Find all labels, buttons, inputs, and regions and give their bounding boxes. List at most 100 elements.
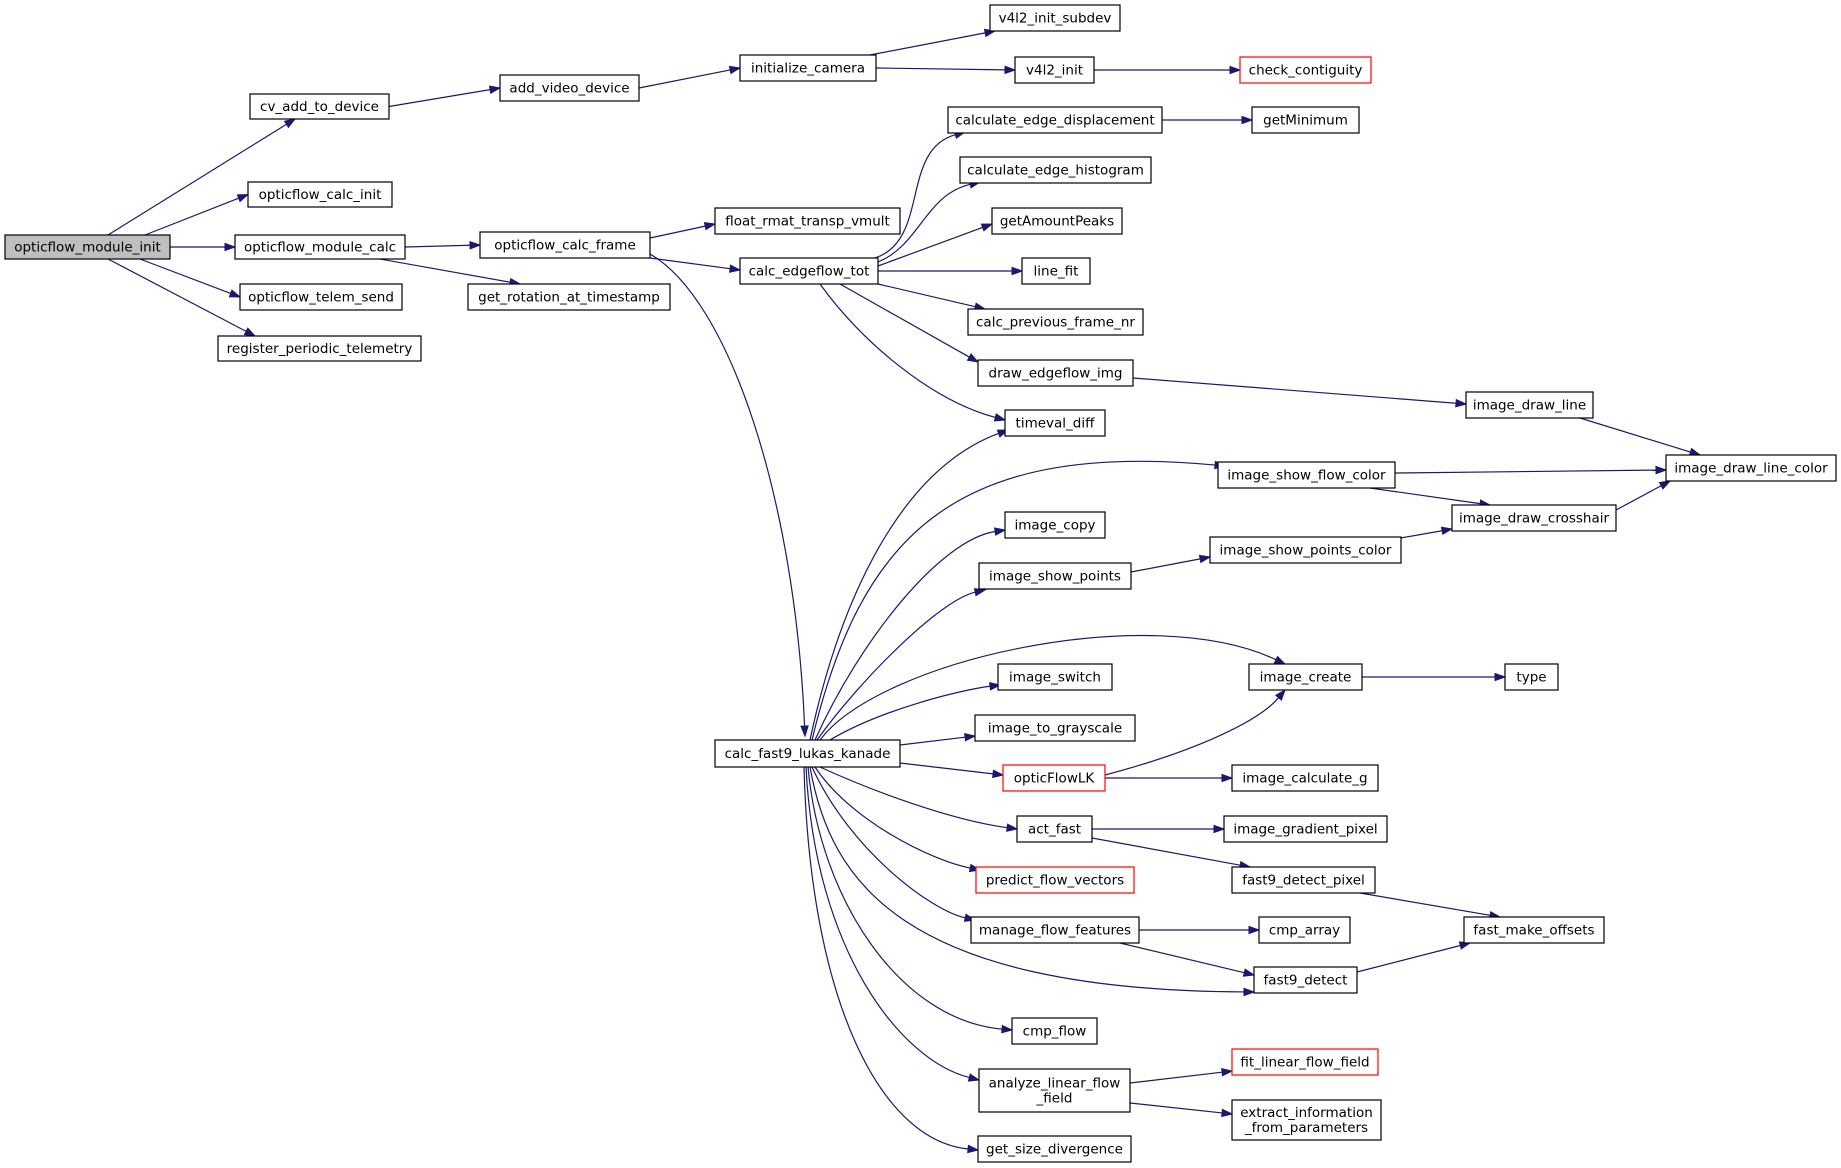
edge-calc_fast9_lukas_kanade-to-timeval_diff	[809, 429, 1010, 741]
edge-arrowhead	[488, 85, 502, 94]
edge-opticflow_calc_frame-to-calc_edgeflow_tot	[649, 257, 742, 273]
node-image_show_points_color[interactable]: image_show_points_color	[1209, 536, 1402, 564]
edge-line	[814, 530, 996, 741]
node-image_copy[interactable]: image_copy	[1004, 511, 1106, 539]
node-getMinimum[interactable]: getMinimum	[1251, 106, 1360, 134]
node-cmp_flow[interactable]: cmp_flow	[1011, 1017, 1098, 1045]
node-predict_flow_vectors[interactable]: predict_flow_vectors	[975, 866, 1135, 894]
node-label: initialize_camera	[751, 61, 865, 77]
node-opticflow_calc_frame[interactable]: opticflow_calc_frame	[479, 231, 651, 259]
node-label: image_draw_line_color	[1674, 461, 1828, 477]
node-box	[959, 156, 1152, 184]
node-label: opticflow_calc_frame	[494, 238, 636, 254]
node-image_show_points[interactable]: image_show_points	[978, 562, 1132, 590]
node-line_fit[interactable]: line_fit	[1021, 257, 1091, 285]
node-opticflow_module_init[interactable]: opticflow_module_init	[4, 234, 171, 260]
node-image_switch[interactable]: image_switch	[997, 663, 1113, 691]
node-v4l2_init_subdev[interactable]: v4l2_init_subdev	[989, 4, 1121, 32]
node-getAmountPeaks[interactable]: getAmountPeaks	[991, 207, 1123, 235]
edge-line	[809, 432, 999, 741]
node-calc_fast9_lukas_kanade[interactable]: calc_fast9_lukas_kanade	[714, 739, 901, 768]
node-cv_add_to_device[interactable]: cv_add_to_device	[249, 93, 390, 120]
edge-line	[899, 762, 994, 775]
edge-line	[899, 736, 966, 746]
node-label: image_gradient_pixel	[1233, 822, 1377, 838]
node-box	[978, 562, 1132, 590]
edge-opticflow_module_init-to-opticflow_telem_send	[139, 258, 242, 298]
node-box	[1239, 56, 1372, 84]
edge-arrowhead	[980, 223, 994, 232]
node-opticflow_module_calc[interactable]: opticflow_module_calc	[234, 234, 406, 260]
edge-arrowhead	[1198, 554, 1212, 564]
node-fast_make_offsets[interactable]: fast_make_offsets	[1463, 916, 1605, 944]
node-opticflow_telem_send[interactable]: opticflow_telem_send	[239, 283, 403, 311]
edge-image_show_flow_color-to-image_draw_line_color	[1394, 465, 1668, 475]
node-label: predict_flow_vectors	[986, 873, 1124, 889]
edge-line	[839, 283, 970, 358]
node-opticflow_calc_init[interactable]: opticflow_calc_init	[247, 181, 393, 208]
edge-line	[877, 226, 983, 267]
node-box	[1251, 106, 1360, 134]
node-analyze_linear_flow_field[interactable]: analyze_linear_flow_field	[978, 1068, 1131, 1113]
edge-line	[877, 283, 976, 308]
node-label: fast9_detect	[1264, 973, 1348, 989]
node-box	[1248, 663, 1363, 691]
edge-line	[809, 766, 1245, 993]
edge-line	[874, 134, 956, 259]
node-box	[479, 231, 651, 259]
node-box	[1002, 764, 1106, 792]
edge-calc_fast9_lukas_kanade-to-image_show_flow_color	[811, 460, 1227, 741]
edge-line	[803, 766, 969, 1150]
node-box	[247, 181, 393, 208]
node-image_draw_line_color[interactable]: image_draw_line_color	[1665, 454, 1837, 482]
node-register_periodic_telemetry[interactable]: register_periodic_telemetry	[217, 335, 422, 362]
node-calc_edgeflow_tot[interactable]: calc_edgeflow_tot	[739, 257, 879, 285]
node-draw_edgeflow_img[interactable]: draw_edgeflow_img	[977, 359, 1134, 387]
edge-line	[819, 283, 996, 419]
node-box	[991, 207, 1123, 235]
edge-arrowhead	[243, 327, 257, 337]
edge-arrowhead	[1655, 465, 1668, 475]
node-box	[1665, 454, 1837, 482]
node-image_create[interactable]: image_create	[1248, 663, 1363, 691]
edge-line	[1579, 417, 1691, 453]
node-image_draw_crosshair[interactable]: image_draw_crosshair	[1451, 504, 1617, 532]
node-image_to_grayscale[interactable]: image_to_grayscale	[974, 714, 1136, 742]
node-check_contiguity[interactable]: check_contiguity	[1239, 56, 1372, 84]
node-calc_previous_frame_nr[interactable]: calc_previous_frame_nr	[967, 308, 1144, 336]
node-calculate_edge_histogram[interactable]: calculate_edge_histogram	[959, 156, 1152, 184]
node-label: v4l2_init	[1026, 63, 1083, 79]
node-image_show_flow_color[interactable]: image_show_flow_color	[1217, 461, 1396, 489]
node-fast9_detect_pixel[interactable]: fast9_detect_pixel	[1231, 866, 1376, 894]
node-image_calculate_g[interactable]: image_calculate_g	[1231, 764, 1379, 792]
node-manage_flow_features[interactable]: manage_flow_features	[970, 916, 1140, 944]
node-add_video_device[interactable]: add_video_device	[499, 74, 640, 102]
node-type[interactable]: type	[1504, 663, 1559, 691]
node-act_fast[interactable]: act_fast	[1016, 815, 1093, 843]
edge-arrowhead	[993, 413, 1007, 422]
node-cmp_array[interactable]: cmp_array	[1258, 916, 1351, 944]
node-image_gradient_pixel[interactable]: image_gradient_pixel	[1223, 815, 1388, 843]
node-initialize_camera[interactable]: initialize_camera	[739, 54, 877, 82]
node-float_rmat_transp_vmult[interactable]: float_rmat_transp_vmult	[714, 207, 901, 235]
node-label: calculate_edge_displacement	[955, 113, 1154, 129]
edge-arrowhead	[1242, 968, 1256, 977]
node-get_size_divergence[interactable]: get_size_divergence	[977, 1135, 1132, 1163]
node-fast9_detect[interactable]: fast9_detect	[1253, 966, 1358, 994]
node-box	[1004, 511, 1106, 539]
edge-image_show_points_color-to-image_draw_crosshair	[1394, 526, 1454, 540]
node-label: image_show_points	[989, 569, 1121, 585]
edge-calc_fast9_lukas_kanade-to-opticFlowLK	[899, 762, 1005, 779]
edge-arrowhead	[1241, 115, 1254, 125]
node-opticFlowLK[interactable]: opticFlowLK	[1002, 764, 1106, 792]
node-timeval_diff[interactable]: timeval_diff	[1004, 409, 1106, 437]
node-get_rotation_at_timestamp[interactable]: get_rotation_at_timestamp	[467, 283, 671, 311]
node-extract_information_from_parameters[interactable]: extract_information_from_parameters	[1231, 1099, 1382, 1141]
node-v4l2_init[interactable]: v4l2_init	[1014, 56, 1095, 84]
node-fit_linear_flow_field[interactable]: fit_linear_flow_field	[1231, 1048, 1379, 1076]
node-calculate_edge_displacement[interactable]: calculate_edge_displacement	[947, 106, 1163, 134]
node-image_draw_line[interactable]: image_draw_line	[1465, 391, 1594, 419]
edge-line	[1129, 1102, 1223, 1114]
edge-line	[869, 32, 986, 56]
edge-initialize_camera-to-v4l2_init_subdev	[869, 28, 997, 56]
